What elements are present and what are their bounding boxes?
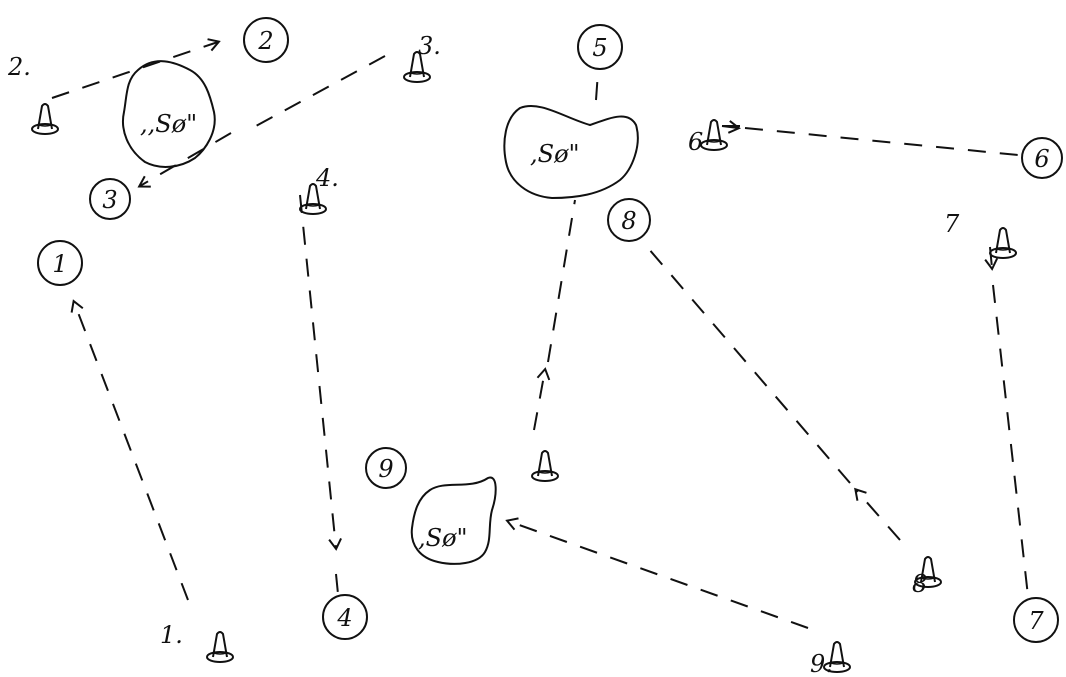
path-5b bbox=[547, 71, 599, 363]
path-1 bbox=[70, 299, 189, 601]
cone-2: 2. bbox=[7, 53, 59, 135]
svg-text:2.: 2. bbox=[7, 53, 31, 81]
svg-text:3.: 3. bbox=[418, 32, 441, 60]
circle-4: 4 bbox=[322, 594, 368, 640]
path-6 bbox=[722, 125, 1019, 156]
cone-icon bbox=[700, 119, 728, 151]
svg-text:6: 6 bbox=[688, 128, 703, 156]
dashed-paths bbox=[51, 38, 1029, 629]
path-5 bbox=[533, 367, 551, 431]
cone-9: 9. bbox=[810, 641, 851, 677]
svg-text:2: 2 bbox=[257, 27, 273, 55]
obstacle-3: ,Sø" bbox=[410, 476, 497, 565]
svg-text:1: 1 bbox=[52, 250, 67, 278]
svg-text:7: 7 bbox=[1028, 607, 1044, 635]
cone-1: 1. bbox=[160, 621, 234, 663]
circle-9: 9 bbox=[365, 447, 407, 489]
svg-text:8: 8 bbox=[621, 207, 636, 235]
svg-text:1.: 1. bbox=[160, 621, 183, 649]
circle-3: 3 bbox=[89, 178, 131, 220]
path-4 bbox=[299, 194, 342, 551]
path-3 bbox=[140, 55, 386, 186]
cone-8: 8 bbox=[912, 556, 942, 598]
circle-7: 7 bbox=[1013, 597, 1059, 643]
path-9 bbox=[505, 517, 809, 629]
cone-icon bbox=[31, 103, 59, 135]
cone-icon bbox=[989, 227, 1017, 259]
svg-text:9.: 9. bbox=[810, 650, 833, 677]
circle-2: 2 bbox=[243, 17, 289, 63]
svg-text:8: 8 bbox=[912, 570, 927, 598]
path-2 bbox=[51, 38, 221, 99]
cone-5-start bbox=[531, 450, 559, 482]
path-4b bbox=[335, 573, 339, 595]
obstacle-1: ,,Sø" bbox=[122, 60, 216, 168]
circle-6: 6 bbox=[1021, 137, 1063, 179]
cone-6: 6 bbox=[688, 119, 728, 156]
cone-icon bbox=[531, 450, 559, 482]
cone-3: 3. bbox=[403, 32, 441, 83]
circle-1: 1 bbox=[37, 240, 83, 286]
cone-7: 7 bbox=[944, 210, 1017, 259]
svg-text:6: 6 bbox=[1034, 145, 1049, 173]
path-7b bbox=[992, 284, 1029, 597]
svg-text:5: 5 bbox=[592, 34, 607, 62]
svg-text:4.: 4. bbox=[315, 164, 339, 192]
svg-text:4: 4 bbox=[336, 604, 352, 632]
path-6a bbox=[721, 120, 741, 134]
svg-text:9: 9 bbox=[378, 455, 393, 483]
obstacle-label: ,Sø" bbox=[418, 524, 468, 552]
obstacle-label: ,Sø" bbox=[530, 140, 580, 168]
path-8 bbox=[854, 487, 901, 541]
circle-8: 8 bbox=[607, 198, 651, 242]
circle-5: 5 bbox=[577, 24, 623, 70]
obstacle-label: ,,Sø" bbox=[140, 110, 197, 138]
cone-4: 4. bbox=[299, 164, 339, 215]
cone-icon bbox=[206, 631, 234, 663]
svg-text:7: 7 bbox=[944, 210, 960, 238]
obstacle-2: ,Sø" bbox=[503, 105, 639, 200]
path-8b bbox=[647, 247, 851, 484]
svg-text:3: 3 bbox=[102, 186, 117, 214]
